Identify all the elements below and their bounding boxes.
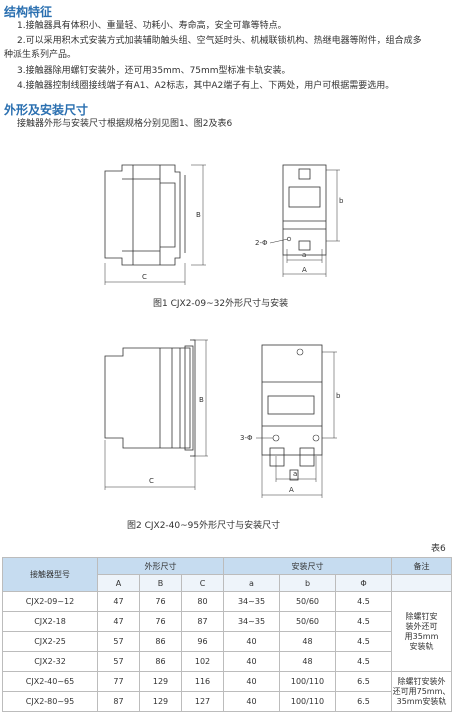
dimensions-table: 接触器型号 外形尺寸 安装尺寸 备注 A B C a b Φ CJX2-09~1… bbox=[2, 557, 452, 712]
cell-phi: 4.5 bbox=[335, 591, 392, 612]
cell-A: 47 bbox=[97, 611, 140, 632]
cell-B: 129 bbox=[139, 691, 182, 712]
table-row: CJX2-09~12 47 76 80 34~35 50/60 4.5 除螺钉安… bbox=[2, 591, 452, 672]
cell-a: 40 bbox=[223, 631, 280, 652]
header-b: b bbox=[279, 574, 336, 592]
note-2-line-1: 除螺钉安装外 bbox=[397, 676, 446, 686]
feature-item-1: 1.接触器具有体积小、重量轻、功耗小、寿命高，安全可靠等特点。 bbox=[17, 21, 287, 31]
table-label: 表6 bbox=[431, 544, 446, 554]
figure2-drawing: B C b a A 3-Φ bbox=[104, 339, 341, 498]
cell-C: 96 bbox=[181, 631, 224, 652]
fig2-label-a: a bbox=[293, 470, 297, 478]
cell-model: CJX2-80~95 bbox=[2, 691, 98, 712]
cell-phi: 4.5 bbox=[335, 631, 392, 652]
header-phi: Φ bbox=[335, 574, 392, 592]
header-C: C bbox=[181, 574, 224, 592]
cell-b: 50/60 bbox=[279, 611, 336, 632]
cell-phi: 4.5 bbox=[335, 651, 392, 672]
table-row: CJX2-18 47 76 87 34~35 50/60 4.5 bbox=[2, 611, 452, 632]
header-A: A bbox=[97, 574, 140, 592]
note-1-line-2: 装外还可 bbox=[405, 621, 438, 631]
cell-b: 100/110 bbox=[279, 691, 336, 712]
cell-b: 48 bbox=[279, 631, 336, 652]
cell-B: 129 bbox=[139, 671, 182, 692]
fig2-label-C: C bbox=[149, 477, 154, 485]
cell-A: 87 bbox=[97, 691, 140, 712]
header-note: 备注 bbox=[391, 557, 452, 575]
fig2-label-A: A bbox=[289, 486, 294, 494]
header-B: B bbox=[139, 574, 182, 592]
note-cell-2: 除螺钉安装外 还可用75mm、 35mm安装轨 bbox=[391, 671, 452, 712]
cell-B: 76 bbox=[139, 611, 182, 632]
cell-C: 127 bbox=[181, 691, 224, 712]
cell-model: CJX2-40~65 bbox=[2, 671, 98, 692]
note-2-line-3: 35mm安装轨 bbox=[396, 696, 447, 706]
fig1-label-b: b bbox=[339, 197, 344, 205]
note-1-line-3: 用35mm bbox=[404, 631, 439, 641]
fig2-label-hole: 3-Φ bbox=[240, 434, 253, 442]
section-title-dimensions: 外形及安装尺寸 bbox=[4, 103, 89, 117]
note-cell-1: 除螺钉安 装外还可 用35mm 安装轨 bbox=[391, 591, 452, 672]
header-note-blank bbox=[391, 574, 452, 592]
fig2-label-B: B bbox=[199, 396, 204, 404]
cell-a: 34~35 bbox=[223, 611, 280, 632]
cell-b: 48 bbox=[279, 651, 336, 672]
fig1-label-A: A bbox=[302, 266, 307, 274]
table-row: CJX2-25 57 86 96 40 48 4.5 bbox=[2, 631, 452, 652]
cell-phi: 6.5 bbox=[335, 691, 392, 712]
cell-b: 100/110 bbox=[279, 671, 336, 692]
table-row: CJX2-40~65 77 129 116 40 100/110 6.5 除螺钉… bbox=[2, 671, 452, 712]
header-install: 安装尺寸 bbox=[223, 557, 392, 575]
cell-C: 87 bbox=[181, 611, 224, 632]
cell-A: 77 bbox=[97, 671, 140, 692]
cell-model: CJX2-25 bbox=[2, 631, 98, 652]
cell-model: CJX2-32 bbox=[2, 651, 98, 672]
cell-model: CJX2-09~12 bbox=[2, 591, 98, 612]
cell-B: 76 bbox=[139, 591, 182, 612]
table-row: CJX2-80~95 87 129 127 40 100/110 6.5 bbox=[2, 691, 452, 712]
cell-b: 50/60 bbox=[279, 591, 336, 612]
feature-item-3: 3.接触器除用螺钉安装外，还可用35mm、75mm型标准卡轨安装。 bbox=[17, 66, 291, 76]
dimensions-intro: 接触器外形与安装尺寸根据规格分别见图1、图2及表6 bbox=[17, 119, 233, 129]
cell-C: 102 bbox=[181, 651, 224, 672]
fig1-label-C: C bbox=[142, 273, 147, 281]
figure1-caption: 图1 CJX2-09~32外形尺寸与安装 bbox=[153, 299, 289, 309]
cell-A: 47 bbox=[97, 591, 140, 612]
fig1-label-hole: 2-Φ bbox=[255, 239, 268, 247]
note-1-line-1: 除螺钉安 bbox=[405, 611, 438, 621]
table-row: CJX2-32 57 86 102 40 48 4.5 bbox=[2, 651, 452, 672]
cell-model: CJX2-18 bbox=[2, 611, 98, 632]
cell-C: 116 bbox=[181, 671, 224, 692]
feature-item-2-cont: 种派生系列产品。 bbox=[4, 50, 77, 60]
note-1-line-4: 安装轨 bbox=[409, 641, 434, 651]
cell-phi: 6.5 bbox=[335, 671, 392, 692]
cell-A: 57 bbox=[97, 651, 140, 672]
header-outline: 外形尺寸 bbox=[97, 557, 224, 575]
header-model: 接触器型号 bbox=[2, 557, 98, 592]
header-a: a bbox=[223, 574, 280, 592]
fig1-label-a: a bbox=[302, 251, 306, 259]
feature-item-4: 4.接触器控制线圈接线端子有A1、A2标志，其中A2端子有上、下两处，用户可根据… bbox=[17, 81, 395, 91]
cell-a: 40 bbox=[223, 671, 280, 692]
feature-item-2: 2.可以采用积木式安装方式加装辅助触头组、空气延时头、机械联锁机构、热继电器等附… bbox=[17, 36, 422, 46]
cell-A: 57 bbox=[97, 631, 140, 652]
figure2-caption: 图2 CJX2-40~95外形尺寸与安装尺寸 bbox=[127, 521, 281, 531]
cell-a: 40 bbox=[223, 691, 280, 712]
cell-a: 34~35 bbox=[223, 591, 280, 612]
fig2-label-b: b bbox=[336, 392, 341, 400]
cell-B: 86 bbox=[139, 631, 182, 652]
cell-phi: 4.5 bbox=[335, 611, 392, 632]
section-title-structure: 结构特征 bbox=[4, 5, 53, 19]
cell-a: 40 bbox=[223, 651, 280, 672]
cell-B: 86 bbox=[139, 651, 182, 672]
figure1-drawing: B C b a A 2-Φ bbox=[104, 164, 344, 285]
cell-C: 80 bbox=[181, 591, 224, 612]
fig1-label-B: B bbox=[196, 211, 201, 219]
note-2-line-2: 还可用75mm、 bbox=[392, 686, 451, 696]
